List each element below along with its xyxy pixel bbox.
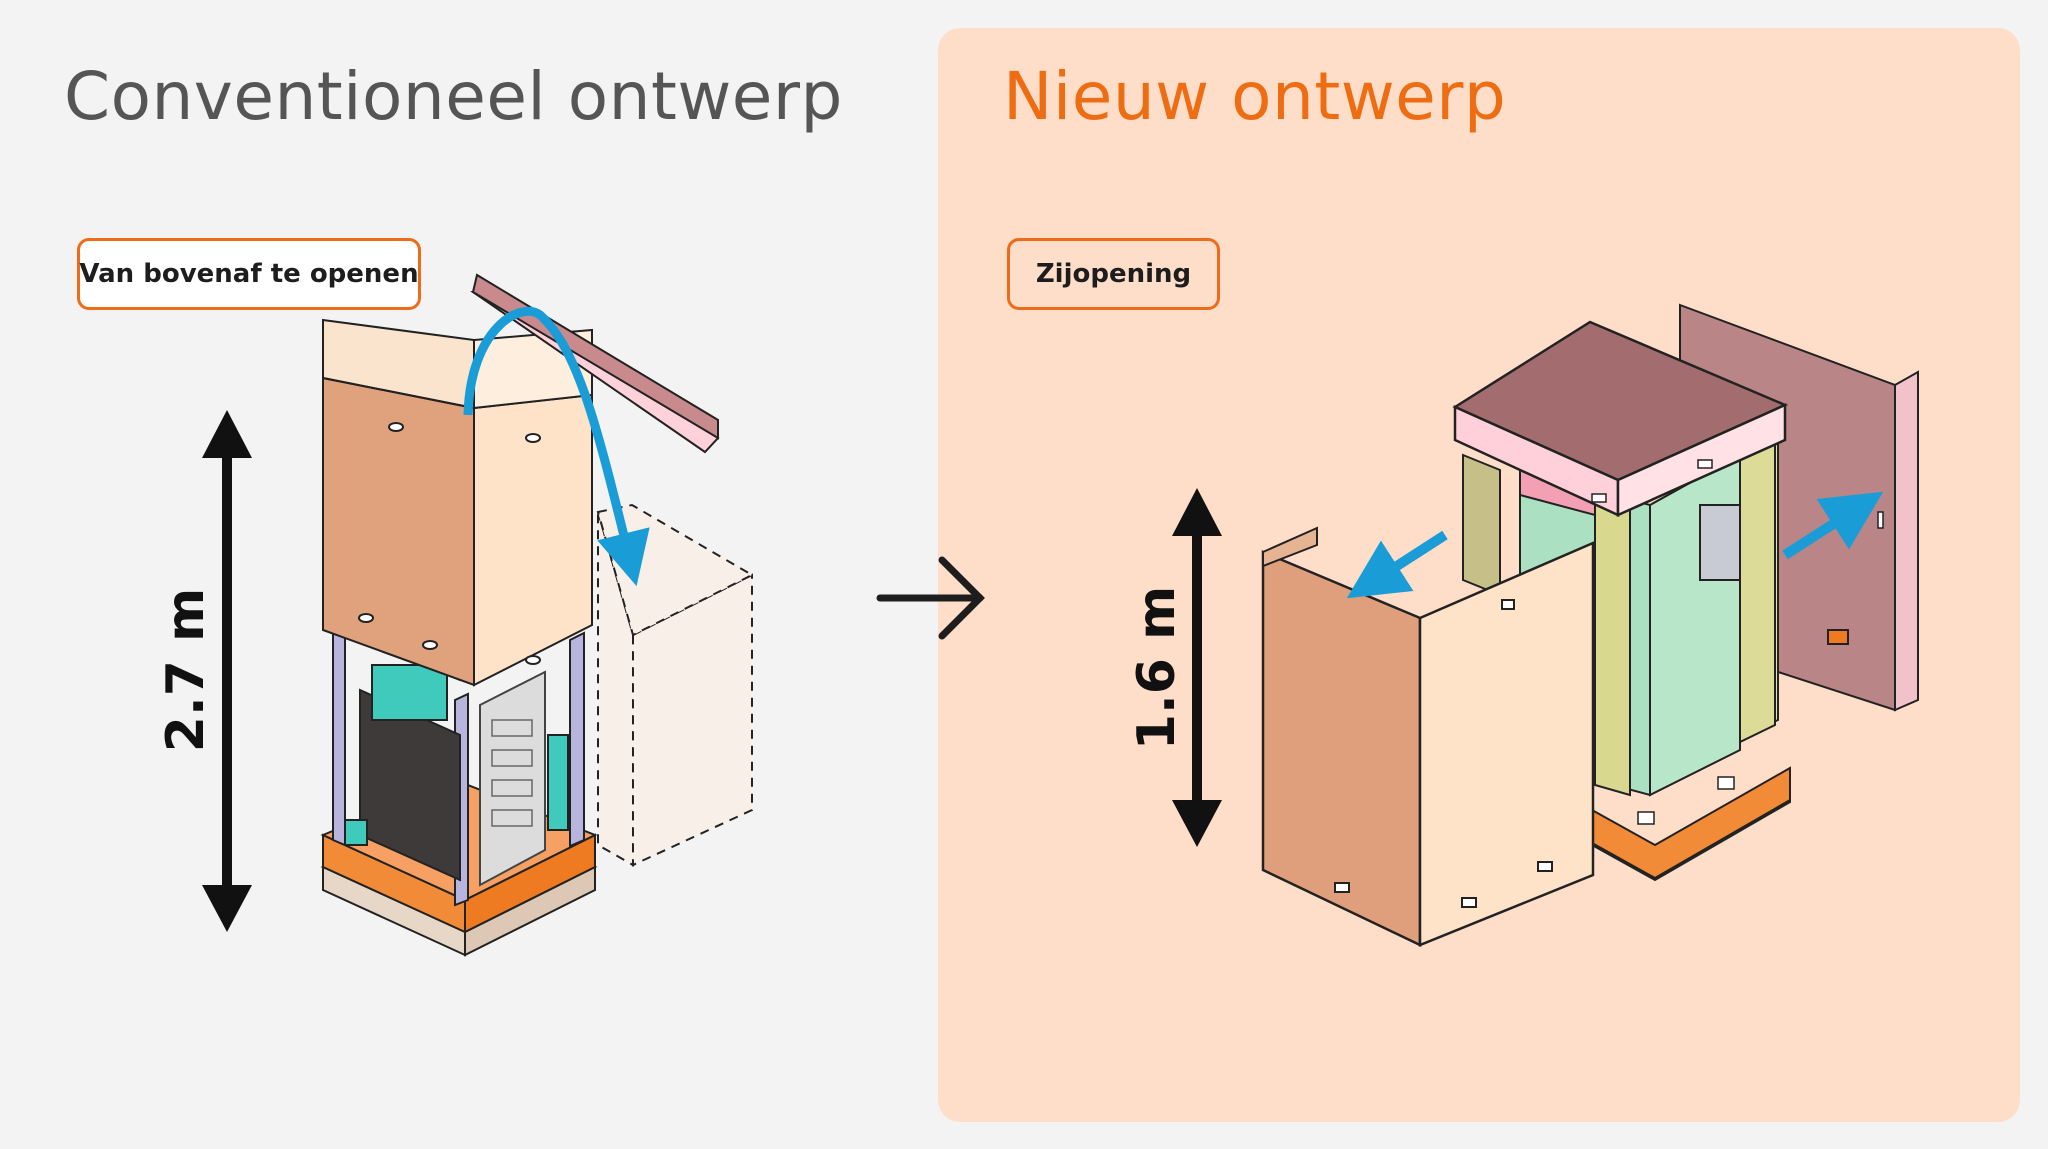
double-arrow-vertical-icon — [1172, 488, 1222, 847]
removed-box-outline — [596, 503, 755, 867]
curved-arrow-icon — [463, 306, 650, 587]
conventional-crate-illustration — [320, 273, 755, 957]
blue-arrow-icon — [1346, 530, 1448, 599]
new-crate-illustration — [1261, 303, 1919, 947]
top-open-tag: Van bovenaf te openen — [77, 238, 421, 310]
side-open-tag: Zijopening — [1007, 238, 1220, 310]
double-arrow-vertical-icon — [202, 410, 252, 932]
top-cap-right — [1452, 320, 1789, 517]
arrow-right-icon — [876, 556, 985, 640]
front-side-panel — [1261, 526, 1595, 947]
conventional-title: Conventioneel ontwerp — [64, 58, 843, 135]
blue-arrow-icon — [1782, 491, 1884, 560]
box-sleeve-left — [322, 318, 593, 687]
height-label-right: 1.6 m — [1127, 585, 1188, 751]
new-design-title: Nieuw ontwerp — [1003, 58, 1507, 135]
height-label-left: 2.7 m — [156, 587, 217, 753]
